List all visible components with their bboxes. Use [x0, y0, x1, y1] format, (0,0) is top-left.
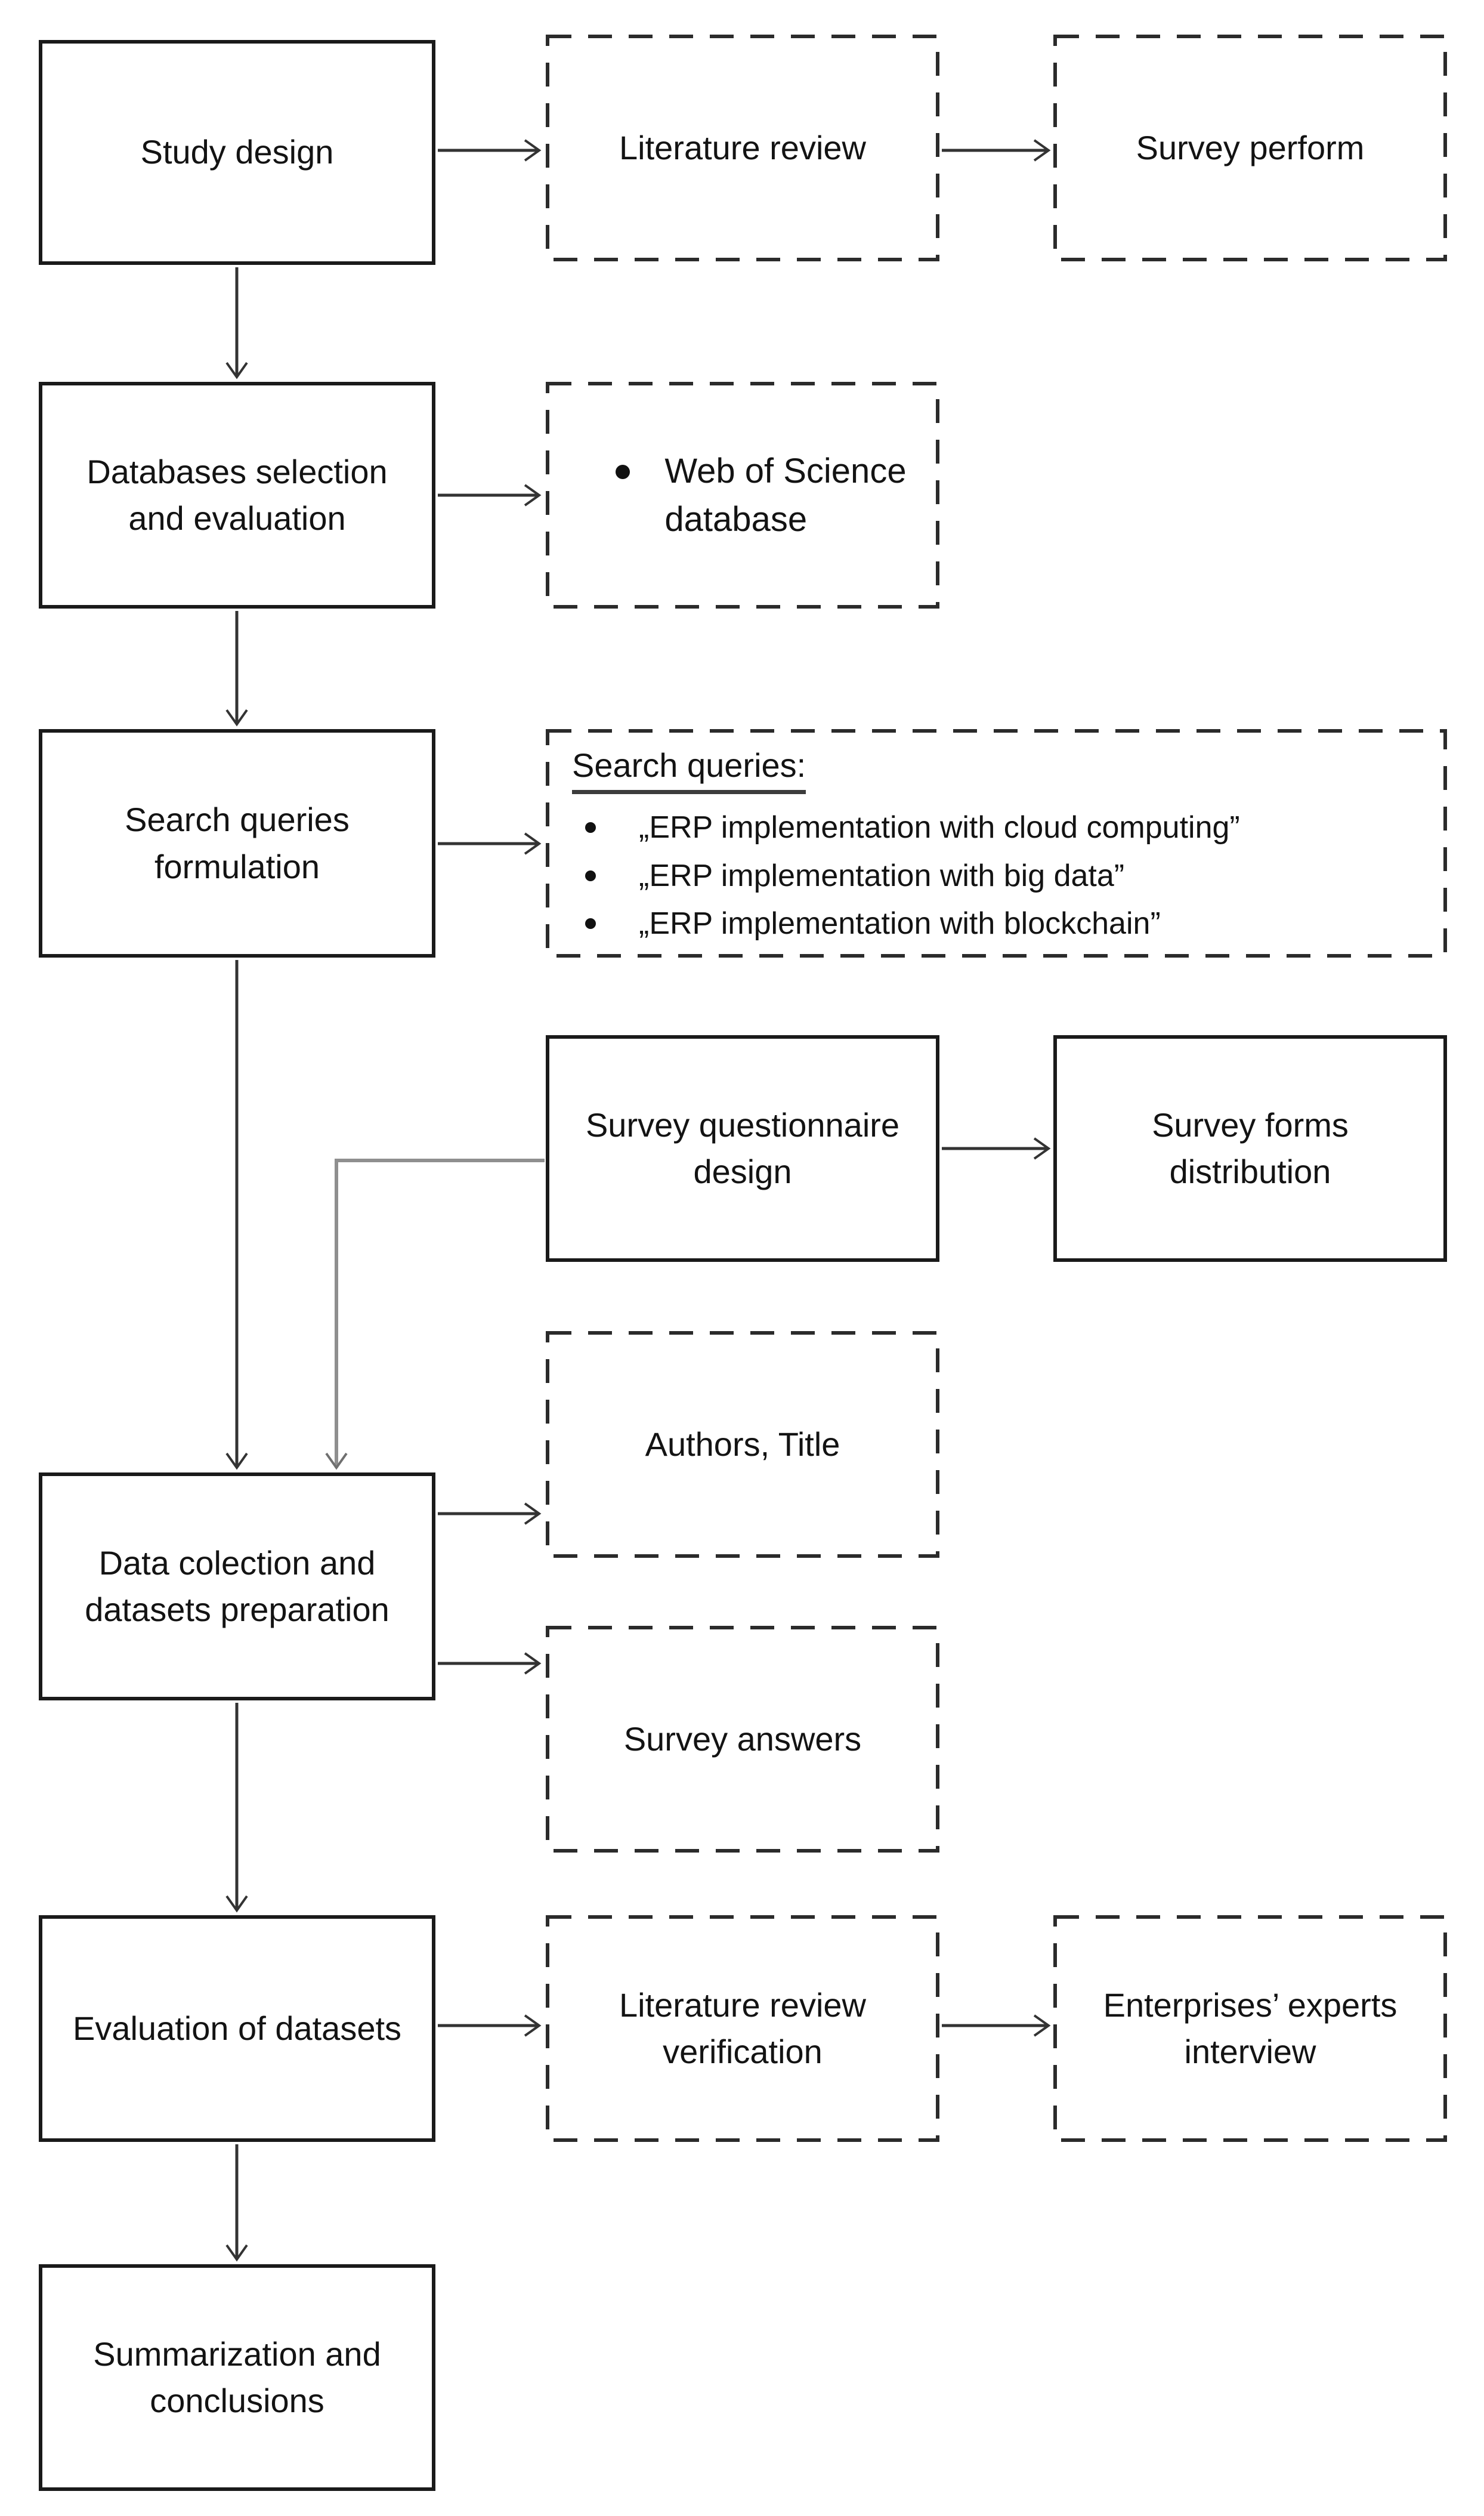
box-enterprises-experts-interview: Enterprises’ experts interview — [1053, 1915, 1447, 2142]
box-data-collection: Data colection and datasets preparation — [39, 1472, 435, 1700]
box-authors-title-label: Authors, Title — [645, 1425, 840, 1463]
box-databases-selection-label: Databases selection and evaluation — [86, 452, 388, 537]
search-query-text: „ERP implementation with big data” — [639, 858, 1125, 893]
box-web-of-science: Web of Science database — [546, 382, 939, 609]
arrow-questionnaire-to-datacollection-elbow — [325, 1159, 545, 1470]
bullet-icon — [585, 870, 596, 881]
search-queries-heading: Search queries: — [572, 745, 806, 794]
box-survey-forms-distribution: Survey forms distribution — [1053, 1035, 1447, 1262]
list-item: „ERP implementation with blockchain” — [572, 900, 1429, 948]
box-search-queries-formulation: Search queries formulation — [39, 729, 435, 958]
list-item: „ERP implementation with cloud computing… — [572, 804, 1429, 852]
box-summarization-label: Summarization and conclusions — [93, 2335, 381, 2419]
box-evaluation-of-datasets: Evaluation of datasets — [39, 1915, 435, 2142]
search-query-text: „ERP implementation with blockchain” — [639, 906, 1161, 941]
search-queries-panel: Search queries: „ERP implementation with… — [546, 729, 1447, 958]
bullet-icon — [585, 822, 596, 833]
web-of-science-content: Web of Science database — [579, 382, 907, 609]
search-query-text: „ERP implementation with cloud computing… — [639, 810, 1240, 845]
box-literature-review-verification-label: Literature review verification — [619, 1986, 866, 2070]
box-search-queries-formulation-label: Search queries formulation — [125, 801, 350, 885]
box-survey-perform: Survey perform — [1053, 35, 1447, 261]
box-survey-forms-distribution-label: Survey forms distribution — [1152, 1106, 1349, 1190]
box-evaluation-of-datasets-label: Evaluation of datasets — [72, 2009, 402, 2047]
box-survey-questionnaire-design: Survey questionnaire design — [546, 1035, 939, 1262]
box-summarization: Summarization and conclusions — [39, 2264, 435, 2491]
box-survey-answers-label: Survey answers — [623, 1719, 862, 1758]
bullet-icon — [585, 918, 596, 930]
bullet-icon — [616, 465, 630, 479]
list-item: „ERP implementation with big data” — [572, 852, 1429, 900]
box-data-collection-label: Data colection and datasets preparation — [85, 1543, 389, 1628]
box-literature-review: Literature review — [546, 35, 939, 261]
box-enterprises-experts-interview-label: Enterprises’ experts interview — [1103, 1986, 1398, 2070]
box-authors-title: Authors, Title — [546, 1331, 939, 1558]
box-literature-review-verification: Literature review verification — [546, 1915, 939, 2142]
search-queries-list: „ERP implementation with cloud computing… — [572, 804, 1429, 948]
box-survey-perform-label: Survey perform — [1136, 128, 1365, 166]
box-web-of-science-label: Web of Science database — [664, 451, 907, 539]
box-databases-selection: Databases selection and evaluation — [39, 382, 435, 609]
box-survey-answers: Survey answers — [546, 1626, 939, 1853]
box-survey-questionnaire-design-label: Survey questionnaire design — [585, 1106, 900, 1190]
box-study-design-label: Study design — [140, 133, 334, 171]
box-literature-review-label: Literature review — [619, 128, 866, 166]
box-study-design: Study design — [39, 40, 435, 265]
